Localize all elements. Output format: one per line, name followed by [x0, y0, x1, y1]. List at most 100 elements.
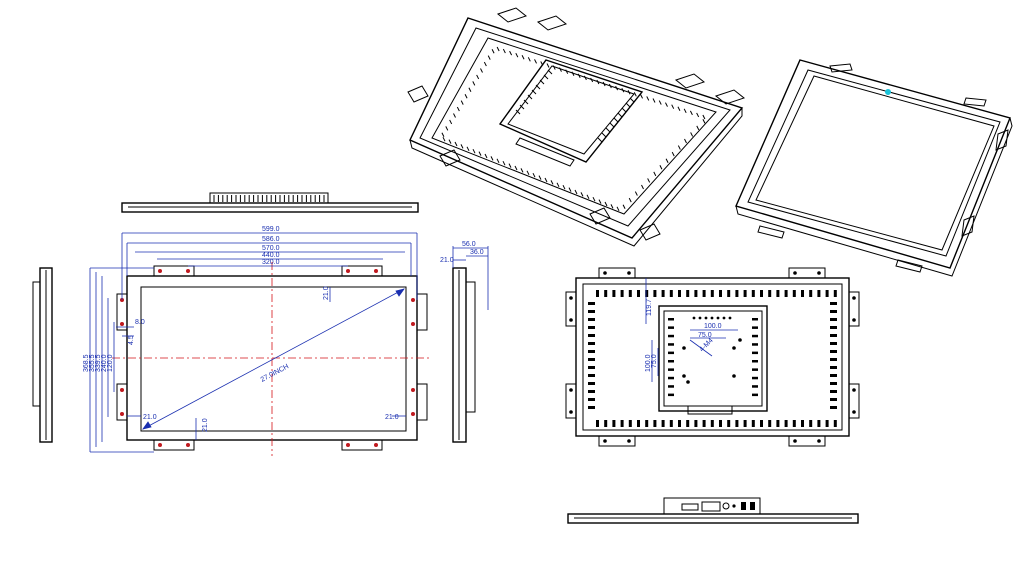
vent-slot	[484, 153, 488, 159]
vent-slot	[830, 318, 837, 321]
vent-slot	[496, 158, 500, 164]
diagonal-size-label: 27.0INCH	[260, 363, 290, 384]
vesa-screw-label: 4-M4	[698, 337, 714, 353]
vent-slot	[478, 151, 482, 156]
vent-slot	[659, 165, 663, 170]
top-edge-view	[121, 192, 419, 213]
board-vent-slot	[668, 318, 674, 321]
vent-slot	[702, 420, 706, 427]
vent-slot	[586, 194, 590, 200]
vent-slot	[445, 126, 449, 131]
dim-120: 120.0	[107, 354, 114, 372]
front-view-dimension-labels: 599.0 586.0 570.0 440.0 320.0 368.5 355.…	[83, 226, 399, 432]
vent-slot	[628, 420, 632, 427]
dim-240: 240.0	[101, 354, 108, 372]
vent-slot	[686, 290, 690, 297]
vent-slot	[454, 141, 458, 147]
board-vent-slot	[752, 326, 758, 329]
vent-slot	[604, 290, 608, 297]
vent-slot	[671, 104, 675, 109]
vent-slot	[646, 96, 650, 101]
dim-36: 36.0	[470, 249, 484, 256]
front-ortho-view	[89, 232, 432, 456]
vent-slot	[653, 420, 657, 427]
vent-slot	[830, 398, 837, 401]
vent-slot	[628, 197, 632, 203]
board-vent-slot	[601, 132, 607, 138]
vent-slot	[665, 102, 668, 107]
board-vent-slot	[668, 368, 674, 371]
vent-slot	[645, 420, 649, 427]
vent-slot	[809, 290, 813, 297]
vent-slot	[817, 290, 821, 297]
vent-slot	[502, 160, 506, 166]
vent-slot	[476, 74, 480, 80]
board-vent-slot	[625, 102, 631, 108]
vent-slot	[441, 132, 445, 138]
vent-slot	[588, 406, 595, 409]
vent-slot	[449, 119, 453, 125]
vent-slot	[671, 151, 675, 157]
vent-slot	[620, 420, 624, 427]
vent-slot	[727, 290, 731, 297]
vent-slot	[527, 57, 531, 62]
dim-100-v: 100.0	[645, 354, 652, 372]
vent-slot	[678, 420, 681, 427]
vent-slot	[830, 350, 837, 353]
vent-slot	[677, 145, 681, 150]
vent-slot	[669, 420, 673, 427]
vent-slot	[526, 170, 530, 176]
vent-slot	[792, 420, 796, 427]
vesa-hole	[738, 338, 742, 342]
vent-slot	[817, 420, 821, 427]
vent-slot	[702, 290, 706, 297]
dim-570: 570.0	[262, 245, 280, 252]
isometric-front-view	[735, 59, 1013, 277]
vent-slot	[453, 113, 456, 118]
isometric-rear-view	[407, 7, 746, 247]
vent-slot	[622, 204, 626, 209]
board-vent-slot	[597, 137, 603, 143]
vent-slot	[719, 420, 722, 427]
board-vent-slot	[543, 74, 549, 80]
vent-slot	[604, 420, 608, 427]
vent-slot	[683, 108, 687, 114]
vent-slot	[637, 290, 640, 297]
bottom-edge-view	[567, 497, 859, 524]
board-vent-slot	[752, 343, 758, 346]
vent-slot	[490, 156, 494, 161]
vent-slot	[588, 390, 595, 393]
vent-slot	[690, 132, 694, 137]
vesa-hole	[682, 346, 686, 350]
vent-slot	[710, 290, 714, 297]
rear-ortho-view: 119.7 100.0 75.0 100.0 75.0 4-M4	[565, 267, 860, 447]
vent-slot	[801, 420, 804, 427]
vent-slot	[694, 420, 698, 427]
vent-slot	[460, 100, 464, 105]
vent-slot	[801, 290, 804, 297]
board-vent-slot	[527, 94, 533, 100]
dim-355-5: 355.5	[89, 354, 96, 372]
board-vent-slot	[539, 79, 545, 85]
right-side-view: 56.0 36.0 21.0	[440, 241, 489, 443]
vent-slot	[702, 119, 706, 124]
vent-slot	[588, 382, 595, 385]
vent-slot	[568, 187, 572, 192]
vent-slot	[694, 290, 698, 297]
vent-slot	[677, 106, 681, 111]
left-side-view	[32, 267, 53, 443]
vent-slot	[696, 125, 700, 131]
board-dot	[704, 316, 708, 320]
board-vent-slot	[752, 385, 758, 388]
vent-slot	[652, 98, 656, 103]
board-vent-slot	[668, 393, 674, 397]
vent-slot	[472, 81, 476, 86]
vent-slot	[491, 48, 495, 54]
dim-100-h: 100.0	[704, 323, 722, 330]
vent-slot	[640, 94, 643, 99]
dim-21-left: 21.0	[143, 414, 157, 421]
vent-slot	[784, 420, 788, 427]
vent-slot	[464, 93, 468, 99]
vent-slot	[751, 420, 755, 427]
